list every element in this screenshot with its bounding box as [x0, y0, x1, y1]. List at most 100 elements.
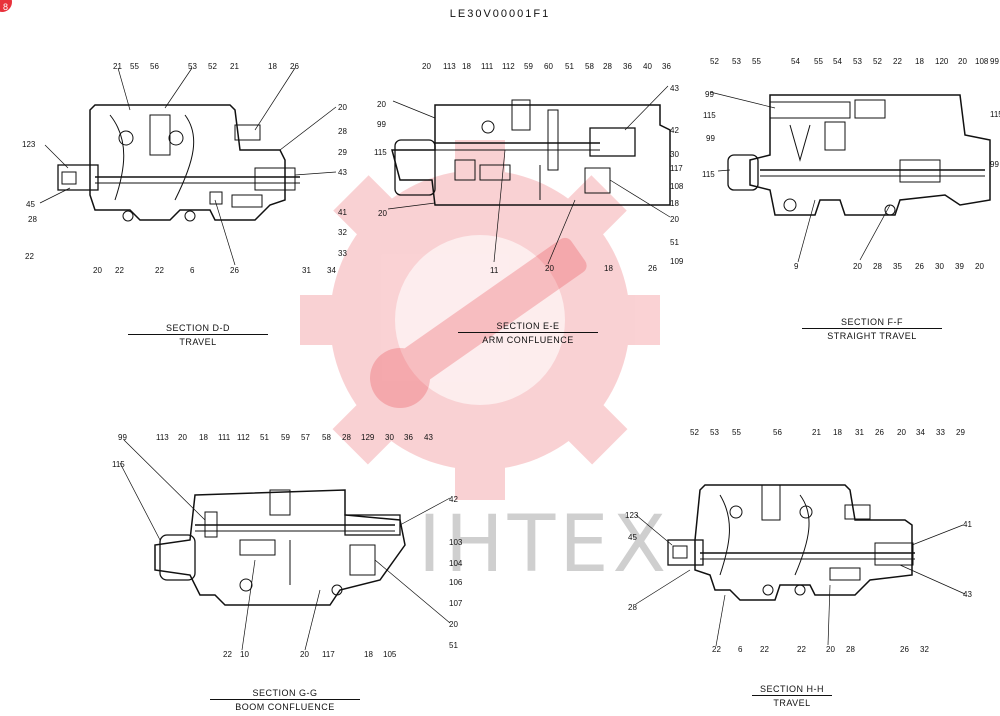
- callout-f-12: 108: [975, 57, 989, 66]
- callout-g-15: 42: [449, 495, 458, 504]
- callout-e-27: 115: [374, 148, 387, 157]
- callout-h-12: 41: [963, 520, 972, 529]
- callout-h-23: 45: [628, 533, 637, 542]
- caption-section-f: SECTION F-F STRAIGHT TRAVEL: [802, 317, 942, 341]
- callout-d-5: 21: [230, 62, 239, 71]
- callout-d-1: 55: [130, 62, 139, 71]
- callout-d-9: 28: [338, 127, 347, 136]
- callout-e-26: 20: [378, 209, 387, 218]
- callout-g-11: 129: [361, 433, 375, 442]
- callout-d-24: 45: [26, 200, 35, 209]
- callout-d-19: 22: [115, 266, 124, 275]
- callout-e-3: 111: [481, 62, 494, 71]
- callout-e-28: 99: [377, 120, 386, 129]
- caption-section-d: SECTION D-D TRAVEL: [128, 323, 268, 347]
- callout-h-24: 123: [625, 511, 639, 520]
- callout-g-20: 20: [449, 620, 458, 629]
- callout-d-18: 20: [93, 266, 102, 275]
- callout-f-22: 26: [915, 262, 924, 271]
- callout-e-15: 30: [670, 150, 679, 159]
- section-f-drawing: [727, 94, 991, 216]
- callout-h-20: 6: [738, 645, 743, 654]
- callout-g-18: 106: [449, 578, 463, 587]
- callout-d-0: 21: [113, 62, 122, 71]
- callout-g-12: 30: [385, 433, 394, 442]
- callout-h-1: 53: [710, 428, 719, 437]
- callout-d-4: 52: [208, 62, 217, 71]
- callout-f-27: 99: [990, 160, 999, 169]
- callout-f-3: 54: [791, 57, 800, 66]
- callout-e-22: 109: [670, 257, 684, 266]
- callout-g-7: 59: [281, 433, 290, 442]
- callout-f-6: 53: [853, 57, 862, 66]
- callout-f-14: 115: [703, 111, 716, 120]
- callout-f-5: 54: [833, 57, 842, 66]
- callout-h-21: 22: [712, 645, 721, 654]
- section-g-subtitle: BOOM CONFLUENCE: [235, 702, 335, 712]
- callout-f-4: 55: [814, 57, 823, 66]
- callout-d-22: 22: [25, 252, 34, 261]
- section-e-subtitle: ARM CONFLUENCE: [482, 335, 574, 345]
- caption-section-h: SECTION H-H TRAVEL: [752, 684, 832, 708]
- callout-e-4: 112: [502, 62, 515, 71]
- callout-e-1: 113: [443, 62, 456, 71]
- callout-f-18: 9: [794, 262, 799, 271]
- callout-h-10: 33: [936, 428, 945, 437]
- callout-h-11: 29: [956, 428, 965, 437]
- callout-d-12: 41: [338, 208, 347, 217]
- callout-d-16: 31: [302, 266, 311, 275]
- callout-g-28: 115: [112, 460, 125, 469]
- section-d-drawing: [57, 104, 300, 222]
- corner-badge: 8: [0, 0, 12, 12]
- callout-g-9: 58: [322, 433, 331, 442]
- callout-h-0: 52: [690, 428, 699, 437]
- callout-f-1: 53: [732, 57, 741, 66]
- section-e-title: SECTION E-E: [496, 321, 560, 331]
- callout-f-20: 28: [873, 262, 882, 271]
- callout-d-6: 18: [268, 62, 277, 71]
- section-d-title: SECTION D-D: [166, 323, 230, 333]
- callout-h-19: 22: [760, 645, 769, 654]
- callout-g-16: 103: [449, 538, 463, 547]
- callout-h-7: 26: [875, 428, 884, 437]
- callout-d-21: 6: [190, 266, 195, 275]
- callout-e-13: 43: [670, 84, 679, 93]
- callout-f-13: 99: [705, 90, 714, 99]
- callout-e-2: 18: [462, 62, 471, 71]
- callout-e-7: 51: [565, 62, 574, 71]
- callout-e-9: 28: [603, 62, 612, 71]
- callout-h-4: 21: [812, 428, 821, 437]
- callout-h-5: 18: [833, 428, 842, 437]
- callout-f-17: 99: [990, 57, 999, 66]
- callout-g-17: 104: [449, 559, 463, 568]
- document-code: LE30V00001F1: [449, 8, 551, 20]
- callout-f-23: 30: [935, 262, 944, 271]
- callout-d-15: 34: [327, 266, 336, 275]
- callout-h-18: 22: [797, 645, 806, 654]
- callout-g-6: 51: [260, 433, 269, 442]
- callout-e-29: 20: [377, 100, 386, 109]
- callout-f-24: 39: [955, 262, 964, 271]
- callout-h-8: 20: [897, 428, 906, 437]
- callout-e-16: 117: [670, 164, 683, 173]
- callout-h-3: 56: [773, 428, 782, 437]
- callout-f-7: 52: [873, 57, 882, 66]
- callout-e-8: 58: [585, 62, 594, 71]
- callout-g-24: 117: [322, 650, 335, 659]
- callout-d-13: 32: [338, 228, 347, 237]
- callout-g-2: 20: [178, 433, 187, 442]
- section-g-title: SECTION G-G: [252, 688, 318, 698]
- callout-g-21: 51: [449, 641, 458, 650]
- callout-d-11: 43: [338, 168, 347, 177]
- callout-f-11: 20: [958, 57, 967, 66]
- callout-g-14: 43: [424, 433, 433, 442]
- section-h-drawing: [667, 484, 915, 601]
- callout-g-8: 57: [301, 433, 310, 442]
- section-h-title: SECTION H-H: [760, 684, 824, 694]
- section-f-title: SECTION F-F: [841, 317, 903, 327]
- callout-e-19: 20: [670, 215, 679, 224]
- callout-h-6: 31: [855, 428, 864, 437]
- callout-f-8: 22: [893, 57, 902, 66]
- callout-f-21: 35: [893, 262, 902, 271]
